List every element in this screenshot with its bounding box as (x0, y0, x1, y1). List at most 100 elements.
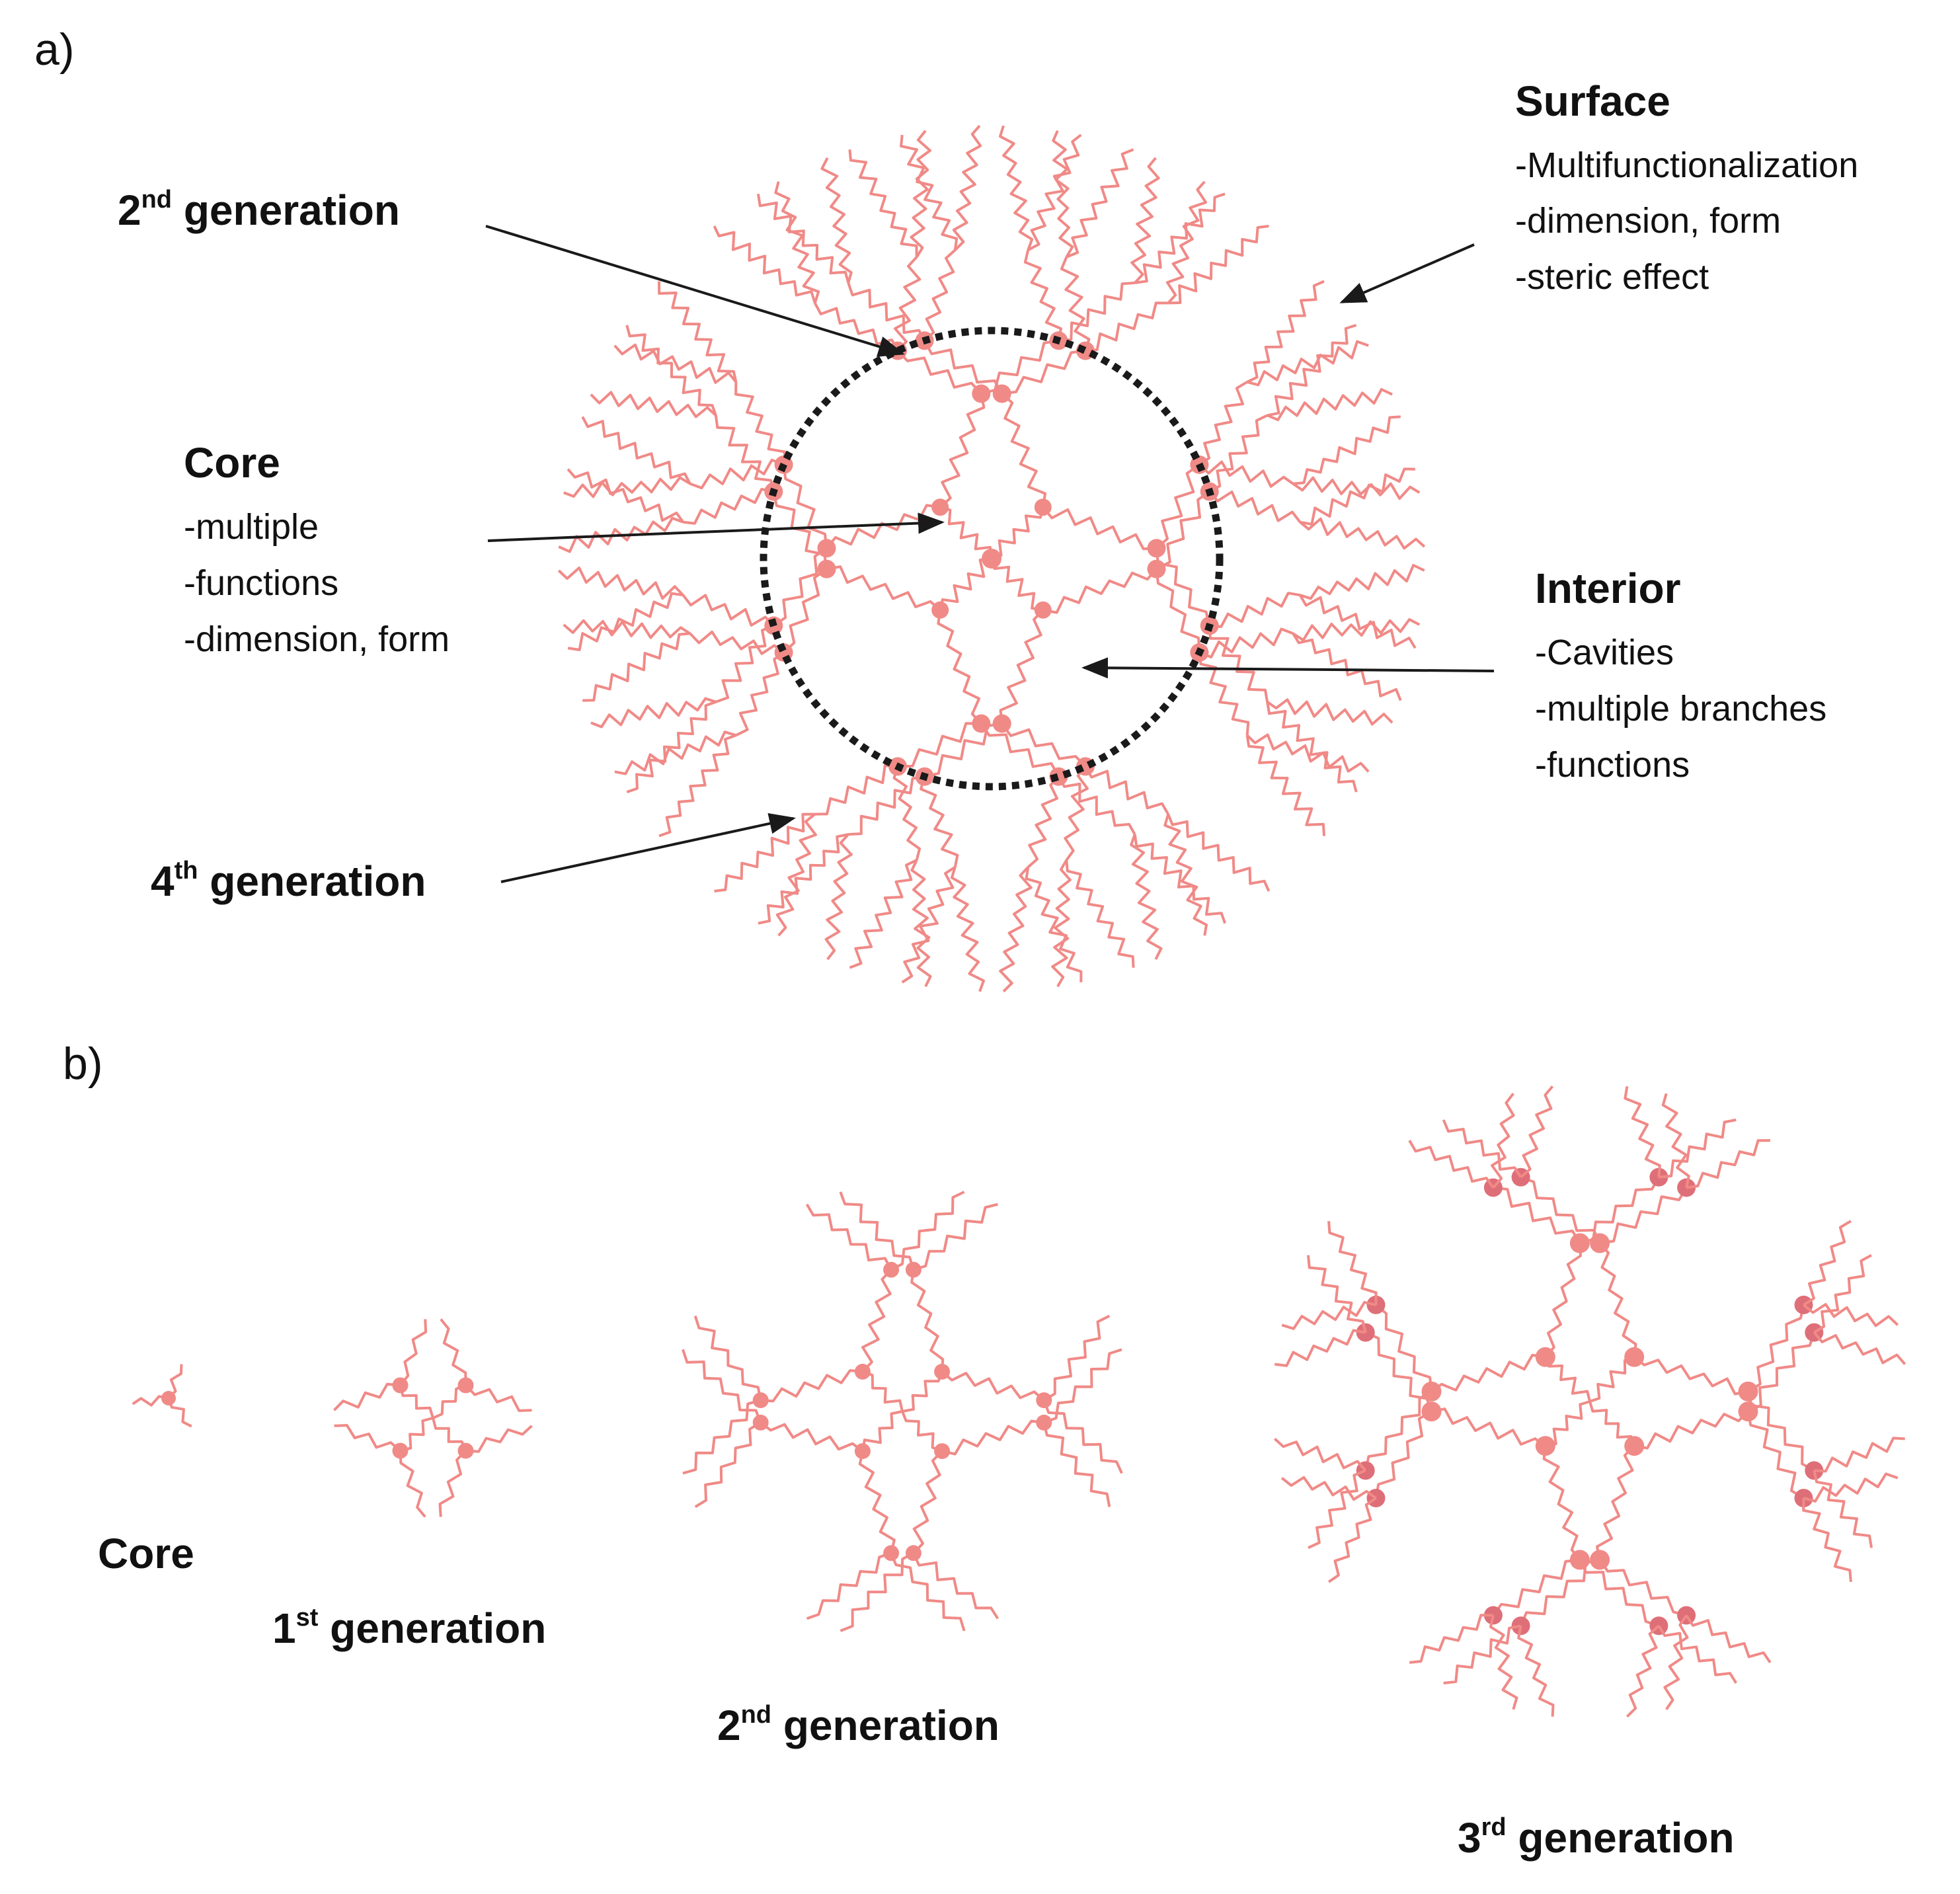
branch (1208, 491, 1302, 524)
branch (901, 1411, 943, 1452)
surface-branch (1624, 1085, 1661, 1177)
surface-branch (1066, 148, 1134, 258)
surface-branch (1065, 859, 1135, 968)
interior-item: -functions (1535, 745, 1690, 785)
surface-branch (1663, 1614, 1689, 1710)
branch (734, 381, 787, 465)
interior-boundary-circle (760, 327, 1224, 791)
label-2nd-generation-b: 2nd generation (717, 1701, 1000, 1749)
surface-branch (399, 1319, 428, 1386)
branch (1027, 775, 1060, 869)
dendrimer-3rd-generation (1273, 1085, 1906, 1718)
surface-branch (1686, 1139, 1770, 1189)
branch (1064, 766, 1089, 861)
surface-branch (1280, 1476, 1377, 1501)
branch (1544, 1243, 1582, 1359)
surface-branch (1491, 1092, 1515, 1189)
surface-branch (1167, 813, 1271, 892)
branch (1060, 256, 1091, 352)
branch (1058, 281, 1135, 342)
surface-branch (912, 1552, 1000, 1620)
surface-branch (1292, 633, 1402, 701)
branch (1156, 490, 1210, 571)
surface-branch (1130, 157, 1160, 284)
branch (814, 764, 898, 816)
surface-branch (1814, 1437, 1905, 1473)
branch (861, 1410, 903, 1452)
surface-branch (913, 1203, 998, 1271)
branch (1746, 1391, 1815, 1472)
surface-branch (1443, 1624, 1521, 1684)
branch (923, 249, 957, 342)
surface-branch (658, 734, 737, 838)
surface-item: -Multifunctionalization (1515, 145, 1858, 185)
surface-branch (1292, 476, 1421, 500)
label-core-b: Core (98, 1530, 194, 1577)
branch (892, 766, 921, 861)
surface-branch (613, 343, 737, 384)
branch (1001, 393, 1047, 508)
branch (941, 1419, 1044, 1456)
surface-branch (557, 567, 684, 600)
branch (773, 547, 828, 627)
surface-branch (910, 859, 932, 988)
branch (897, 722, 982, 768)
branch (1374, 1410, 1432, 1499)
branch (1431, 1353, 1546, 1393)
branch (1375, 1304, 1433, 1392)
surface-branch (1803, 1472, 1899, 1503)
surface-branch (1052, 130, 1074, 258)
arrow-surface (1339, 243, 1475, 303)
surface-branch (438, 1450, 467, 1517)
surface-branch (1247, 340, 1369, 387)
branch (1042, 506, 1157, 551)
branch (896, 350, 982, 395)
surface-branch (1281, 1300, 1376, 1330)
branch (894, 256, 921, 352)
surface-branch (658, 281, 738, 383)
branch (400, 1417, 434, 1452)
surface-branch (1409, 1614, 1493, 1664)
branch (1746, 1411, 1805, 1499)
surface-branch (399, 1450, 426, 1518)
surface-branch (581, 416, 691, 485)
dendrimer-4th-generation (557, 124, 1426, 993)
surface-branch (1803, 1220, 1852, 1306)
surface-item: -steric effect (1515, 257, 1709, 297)
surface-branch (1803, 1303, 1899, 1327)
surface-branch (1267, 323, 1357, 417)
core-item: -dimension, form (184, 619, 450, 659)
surface-branch (1025, 867, 1083, 982)
surface-branch (614, 730, 736, 775)
branch (1519, 1558, 1600, 1627)
arrow-4th-generation (500, 813, 796, 883)
surface-branch (1657, 1625, 1738, 1684)
surface-branch (682, 1399, 762, 1475)
surface-branch (567, 592, 684, 651)
surface-branch (849, 859, 918, 969)
surface-branch (567, 468, 684, 523)
surface-branch (910, 130, 931, 258)
surface-branch (1626, 1624, 1660, 1718)
surface-branch (1133, 834, 1226, 924)
surface-branch (1300, 564, 1425, 600)
surface-branch (1442, 1119, 1522, 1178)
surface-branch (1042, 1422, 1111, 1507)
arrow-2nd-generation (485, 225, 905, 357)
branch (1633, 1356, 1748, 1396)
panel-a-label: a) (34, 24, 74, 75)
surface-branch (625, 325, 717, 416)
dendrimer-2nd-generation (682, 1191, 1123, 1632)
surface-branch (901, 866, 956, 984)
branch (848, 775, 925, 836)
branch (990, 558, 1044, 612)
surface-branch (999, 866, 1033, 993)
arrow-core (487, 512, 945, 542)
branch (783, 568, 828, 654)
branch (937, 610, 982, 725)
branch (735, 651, 785, 736)
surface-branch (1308, 1469, 1366, 1550)
branch (689, 458, 785, 490)
surface-branch (950, 867, 985, 992)
core-item: -functions (184, 563, 338, 603)
